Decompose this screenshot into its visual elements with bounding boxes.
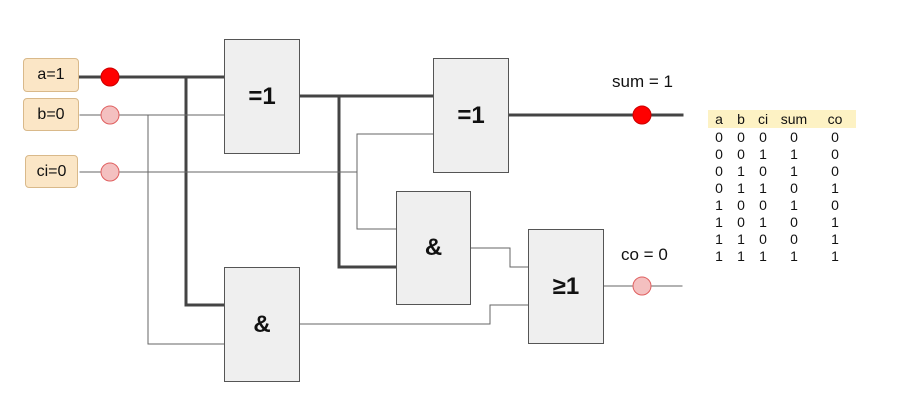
co-output-label: co = 0 bbox=[621, 245, 668, 264]
and-gate-2-symbol: & bbox=[253, 310, 271, 338]
wire-xor1-to-and1 bbox=[337, 94, 398, 269]
sum-output-label: sum = 1 bbox=[612, 72, 673, 91]
table-cell: 1 bbox=[715, 213, 723, 230]
wire-a-to-and2 bbox=[184, 75, 226, 307]
table-cell: 0 bbox=[831, 145, 839, 162]
table-cell: 0 bbox=[759, 196, 767, 213]
xor-gate-1[interactable]: =1 bbox=[224, 39, 300, 154]
ci-output-dot[interactable] bbox=[100, 162, 120, 182]
table-cell: 1 bbox=[759, 213, 767, 230]
header-co: co bbox=[814, 110, 856, 128]
co-output-dot bbox=[632, 276, 652, 296]
table-cell: 0 bbox=[831, 162, 839, 179]
table-cell: 0 bbox=[715, 145, 723, 162]
table-cell: 0 bbox=[790, 213, 798, 230]
table-cell: 0 bbox=[790, 179, 798, 196]
input-b-label: b=0 bbox=[37, 105, 65, 123]
table-cell: 1 bbox=[759, 247, 767, 264]
and-gate-2[interactable]: & bbox=[224, 267, 300, 382]
wire-and2-out bbox=[299, 304, 529, 325]
table-cell: 0 bbox=[790, 128, 798, 145]
table-cell: 0 bbox=[737, 213, 745, 230]
table-cell: 0 bbox=[737, 145, 745, 162]
table-cell: 0 bbox=[715, 128, 723, 145]
table-cell: 1 bbox=[715, 196, 723, 213]
a-output-dot[interactable] bbox=[100, 67, 120, 87]
table-cell: 1 bbox=[737, 179, 745, 196]
xor-gate-1-symbol: =1 bbox=[248, 82, 276, 110]
header-sum: sum bbox=[774, 110, 814, 128]
wire-b-to-and2 bbox=[147, 114, 225, 345]
input-ci-toggle[interactable]: ci=0 bbox=[25, 155, 78, 188]
xor-gate-2[interactable]: =1 bbox=[433, 58, 509, 173]
table-cell: 1 bbox=[790, 196, 798, 213]
wire-ci-to-and1 bbox=[356, 133, 397, 230]
table-cell: 1 bbox=[831, 179, 839, 196]
table-cell: 1 bbox=[790, 162, 798, 179]
table-cell: 0 bbox=[759, 230, 767, 247]
table-cell: 1 bbox=[831, 247, 839, 264]
table-cell: 1 bbox=[831, 213, 839, 230]
or-gate-symbol: ≥1 bbox=[552, 272, 580, 300]
table-cell: 1 bbox=[790, 247, 798, 264]
table-cell: 0 bbox=[759, 128, 767, 145]
table-cell: 1 bbox=[831, 230, 839, 247]
table-cell: 1 bbox=[737, 230, 745, 247]
table-cell: 1 bbox=[715, 230, 723, 247]
table-cell: 1 bbox=[759, 145, 767, 162]
and-gate-1[interactable]: & bbox=[396, 191, 471, 305]
input-b-toggle[interactable]: b=0 bbox=[23, 98, 79, 131]
input-a-label: a=1 bbox=[37, 66, 65, 83]
table-cell: 0 bbox=[831, 128, 839, 145]
table-cell: 1 bbox=[759, 179, 767, 196]
b-output-dot[interactable] bbox=[100, 105, 120, 125]
input-ci-label: ci=0 bbox=[36, 162, 67, 180]
xor-gate-2-symbol: =1 bbox=[457, 101, 485, 129]
table-cell: 0 bbox=[737, 128, 745, 145]
header-b: b bbox=[730, 110, 752, 128]
and-gate-1-symbol: & bbox=[424, 234, 443, 261]
table-cell: 1 bbox=[737, 162, 745, 179]
sum-output-dot bbox=[632, 105, 652, 125]
input-a-toggle[interactable]: a=1 bbox=[23, 58, 79, 92]
table-cell: 0 bbox=[737, 196, 745, 213]
or-gate[interactable]: ≥1 bbox=[528, 229, 604, 344]
header-ci: ci bbox=[752, 110, 774, 128]
table-cell: 0 bbox=[759, 162, 767, 179]
table-cell: 1 bbox=[737, 247, 745, 264]
table-cell: 0 bbox=[790, 230, 798, 247]
table-cell: 1 bbox=[790, 145, 798, 162]
wire-and1-out bbox=[470, 247, 529, 268]
table-cell: 0 bbox=[715, 162, 723, 179]
header-a: a bbox=[708, 110, 730, 128]
table-cell: 0 bbox=[831, 196, 839, 213]
table-cell: 1 bbox=[715, 247, 723, 264]
table-cell: 0 bbox=[715, 179, 723, 196]
truth-table-header: a b ci sum co bbox=[708, 110, 856, 128]
